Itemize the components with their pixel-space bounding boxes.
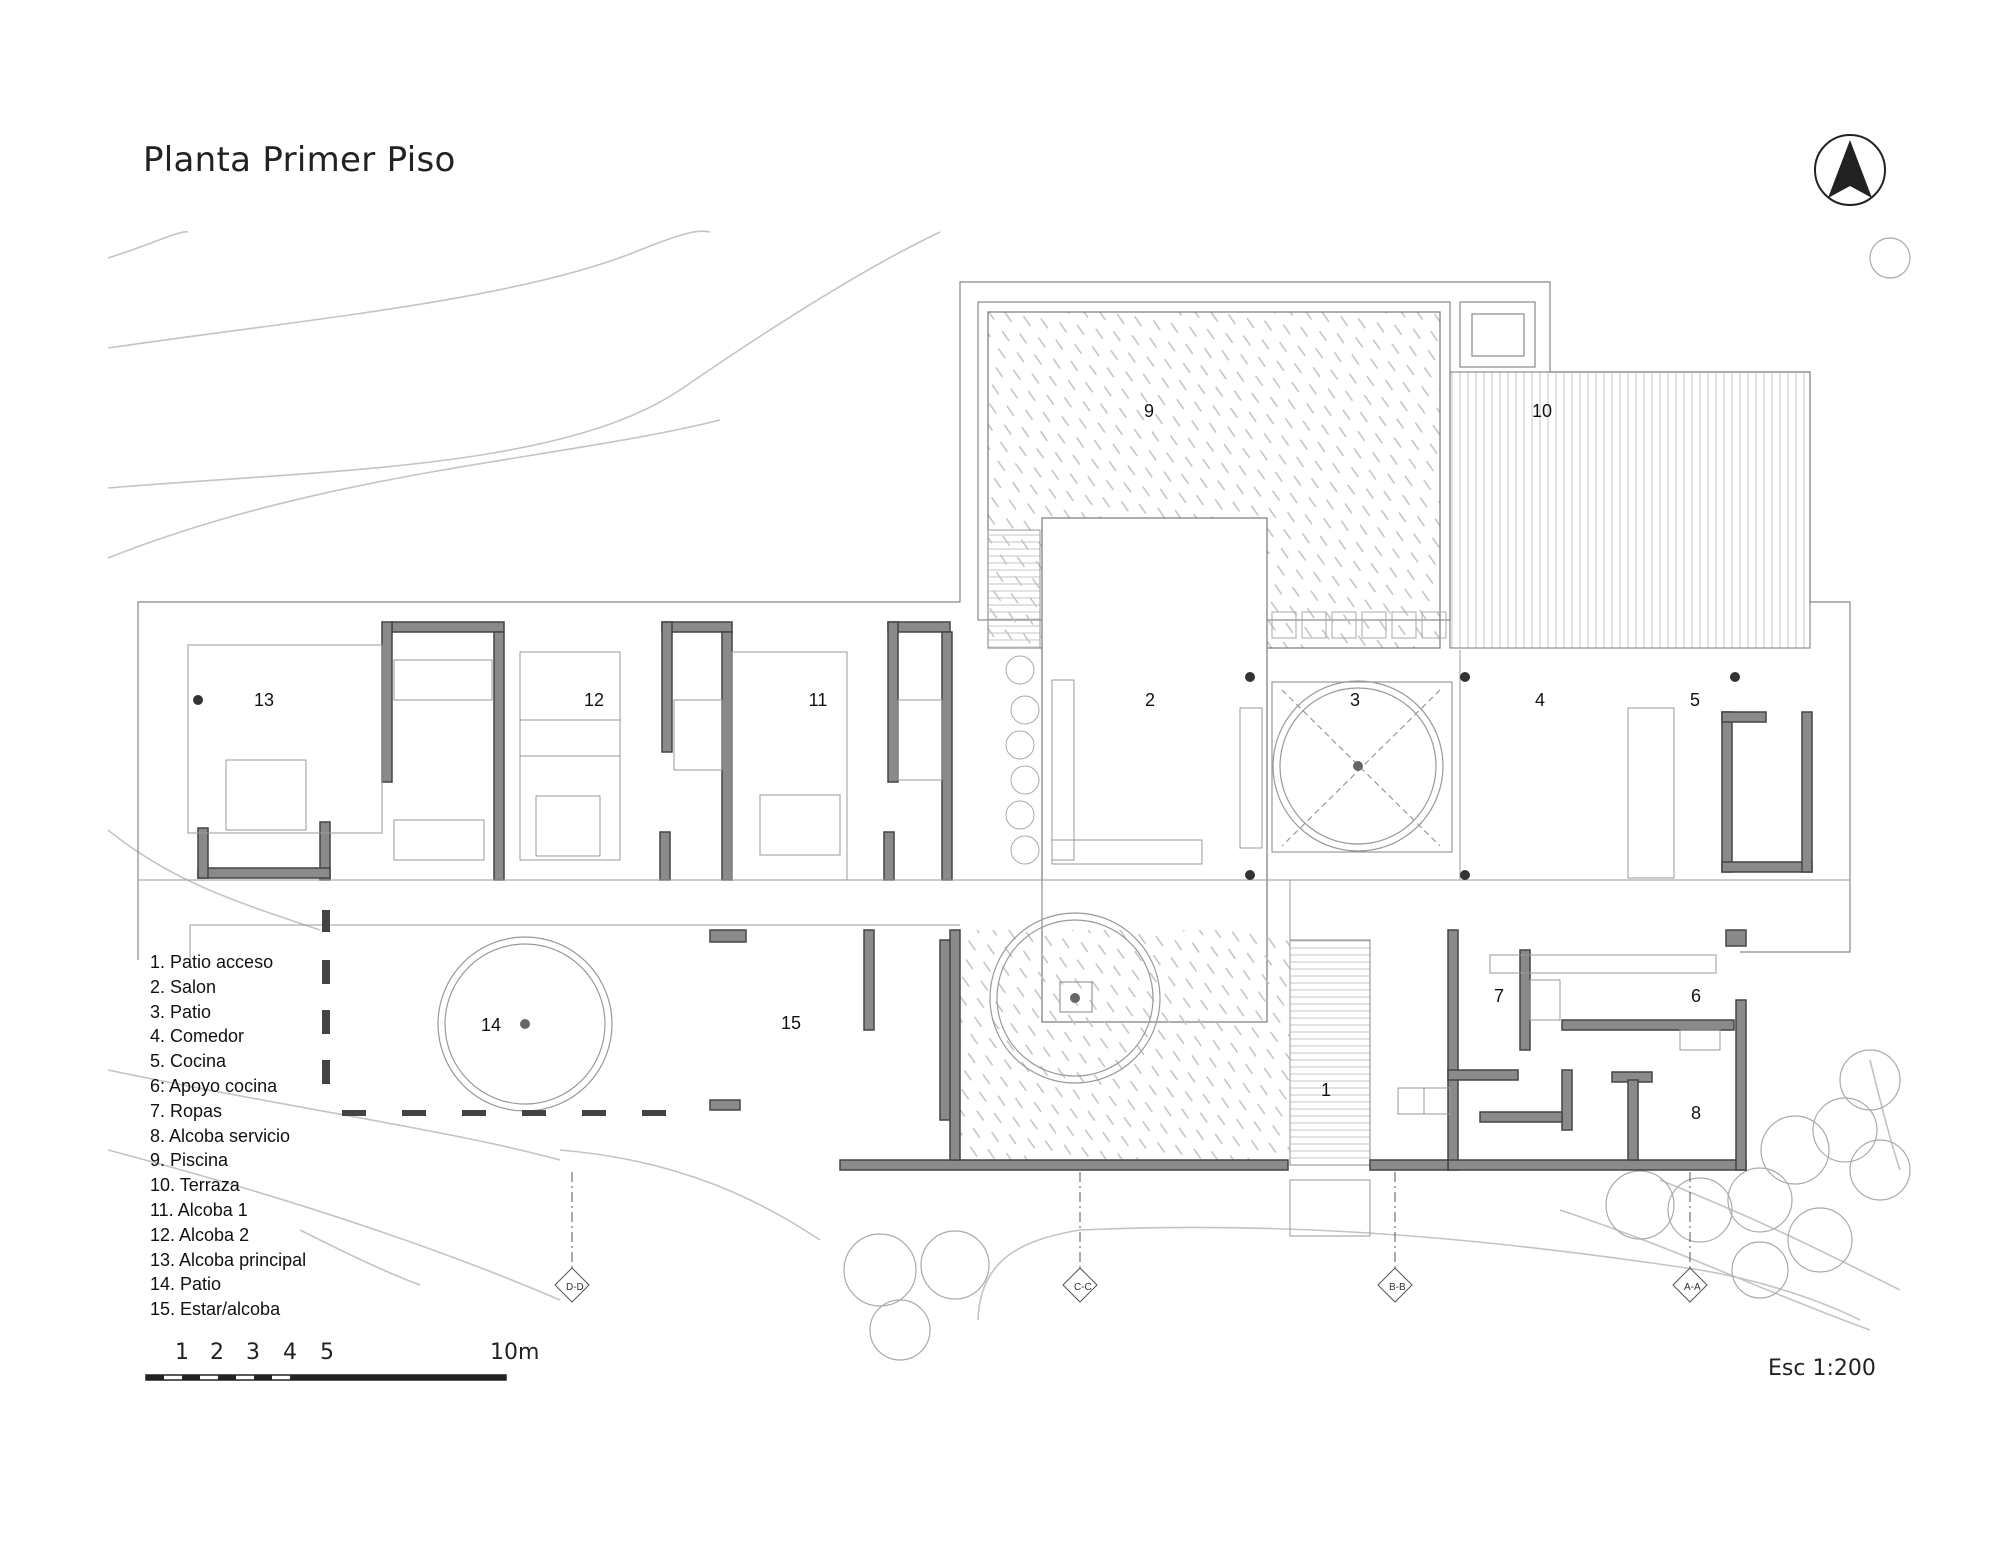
legend-item: 7. Ropas: [150, 1100, 223, 1121]
scale-label-2: 2: [210, 1340, 224, 1365]
entry-step: [1289, 1179, 1371, 1237]
section-label-a: A-A: [1684, 1282, 1701, 1293]
legend-item: 10. Terraza: [150, 1175, 240, 1196]
scale-label-1: 1: [175, 1340, 189, 1365]
legend-item: 4. Comedor: [150, 1026, 245, 1047]
room-label-10: 10: [1532, 401, 1552, 421]
room-label-1: 1: [1321, 1080, 1331, 1100]
room-label-13: 13: [254, 690, 274, 710]
north-arrow-icon: [1814, 134, 1886, 206]
room-legend: 1. Patio acceso 2. Salon 3. Patio 4. Com…: [150, 950, 306, 1322]
room-label-9: 9: [1144, 401, 1154, 421]
patio-14-perimeter: [322, 910, 666, 1116]
legend-item: 2. Salon: [150, 976, 217, 997]
room-label-4: 4: [1535, 690, 1545, 710]
room-label-12: 12: [584, 690, 604, 710]
front-patio-circle: [989, 912, 1161, 1084]
terrain-contours: [107, 230, 1901, 1331]
legend-item: 15. Estar/alcoba: [150, 1299, 281, 1320]
legend-item: 8. Alcoba servicio: [150, 1125, 291, 1146]
legend-item: 12. Alcoba 2: [150, 1224, 250, 1245]
scale-label-4: 4: [283, 1340, 297, 1365]
legend-item: 14. Patio: [150, 1274, 222, 1295]
walls: [197, 621, 1813, 1171]
legend-item: 3. Patio: [150, 1001, 212, 1022]
partitions: [138, 644, 1850, 1160]
legend-item: 1. Patio acceso: [150, 952, 274, 972]
room-label-11: 11: [809, 690, 828, 710]
room-label-8: 8: [1691, 1103, 1701, 1123]
scale-ratio: Esc 1:200: [1768, 1356, 1876, 1381]
section-markers: [554, 1172, 1708, 1303]
terrace-hatch: [1449, 371, 1811, 649]
scale-label-3: 3: [246, 1340, 260, 1365]
section-label-d: D-D: [566, 1282, 584, 1293]
trees: [843, 237, 1911, 1361]
scale-label-10m: 10m: [490, 1340, 540, 1365]
room-label-14: 14: [481, 1015, 501, 1035]
page-title: Planta Primer Piso: [143, 140, 456, 180]
planters: [1005, 655, 1040, 865]
patio-3-drain: [1353, 761, 1363, 771]
pool-steps: [987, 529, 1041, 649]
room-label-15: 15: [781, 1013, 801, 1033]
columns: [193, 672, 1740, 880]
room-label-7: 7: [1494, 986, 1504, 1006]
front-patio-drain: [1070, 993, 1080, 1003]
access-ramp: [1289, 939, 1371, 1166]
legend-item: 13. Alcoba principal: [150, 1249, 307, 1270]
patio-14-drain: [520, 1019, 530, 1029]
room-label-3: 3: [1350, 690, 1360, 710]
legend-item: 6: Apoyo cocina: [150, 1075, 278, 1096]
legend-item: 9. Piscina: [150, 1150, 229, 1171]
room-label-6: 6: [1691, 986, 1701, 1006]
legend-item: 11. Alcoba 1: [150, 1199, 248, 1220]
room-label-5: 5: [1690, 690, 1700, 710]
section-label-c: C-C: [1074, 1282, 1092, 1293]
legend-item: 5. Cocina: [150, 1051, 227, 1072]
room-label-2: 2: [1145, 690, 1155, 710]
front-patio-hatch: [960, 930, 1290, 1165]
scale-label-5: 5: [320, 1340, 334, 1365]
section-label-b: B-B: [1389, 1282, 1406, 1293]
scale-bar: [145, 1374, 507, 1381]
pool-pavers: [1271, 611, 1447, 639]
